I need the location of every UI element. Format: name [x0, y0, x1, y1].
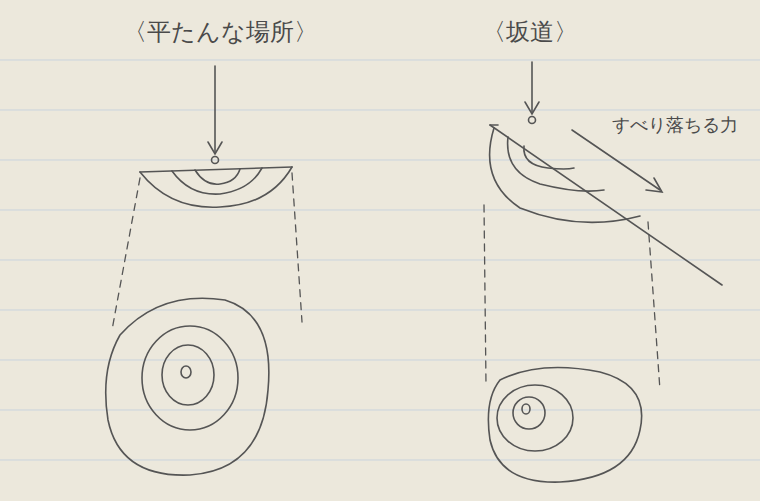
force-label: すべり落ちる力: [612, 114, 738, 136]
paper-lines: [0, 60, 760, 460]
heading-label: 〈平たんな場所〉: [123, 18, 318, 47]
heading-label: 〈坂道〉: [482, 18, 578, 47]
flat-ground-figure: [106, 66, 302, 475]
